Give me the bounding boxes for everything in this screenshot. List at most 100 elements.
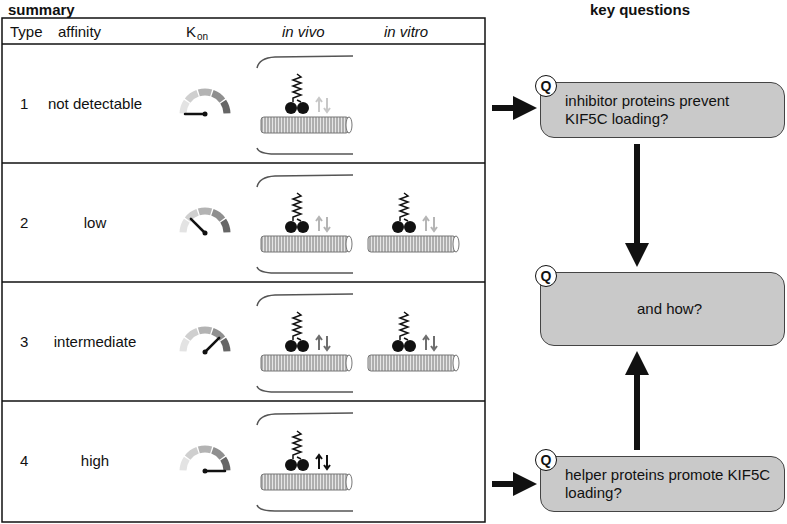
gauge-segment <box>188 212 198 219</box>
question-text: and how? <box>637 300 702 318</box>
flow-arrow <box>634 144 640 258</box>
gauge-needle <box>191 219 205 233</box>
off-arrow <box>324 455 330 469</box>
table-cell: in vitro <box>384 23 428 40</box>
gauge-segment <box>199 89 211 97</box>
microtubule-end <box>453 355 459 371</box>
kinesin-stalk <box>293 431 301 459</box>
question-text: helper proteins promote KIF5C loading? <box>565 466 774 502</box>
gauge-segment <box>223 102 227 114</box>
membrane-line <box>257 505 353 511</box>
microtubule-end <box>453 236 459 252</box>
gauge-segment <box>188 450 198 457</box>
motor-head <box>297 459 309 471</box>
question-box: inhibitor proteins prevent KIF5C loading… <box>540 82 785 138</box>
off-arrow <box>324 217 330 231</box>
membrane-line <box>257 413 353 425</box>
gauge-segment <box>199 327 211 335</box>
gauge-pivot <box>203 350 208 355</box>
q-badge: Q <box>535 265 557 287</box>
motor-head <box>285 221 297 233</box>
q-letter: Q <box>541 452 552 468</box>
microtubule-end <box>346 355 352 371</box>
table-cell: low <box>84 214 107 231</box>
gauge-pivot <box>203 112 208 117</box>
row-arrow <box>492 481 528 487</box>
section-heading: summary <box>8 1 75 18</box>
microtubule-end <box>346 117 352 133</box>
q-letter: Q <box>541 268 552 284</box>
gauge-segment <box>223 459 227 471</box>
table-cell: in vivo <box>282 23 325 40</box>
gauge-segment <box>183 221 187 233</box>
on-arrow <box>423 217 429 231</box>
gauge-segment <box>199 208 211 216</box>
question-text: inhibitor proteins prevent KIF5C loading… <box>565 92 774 128</box>
table-cell: K <box>186 23 196 40</box>
gauge-needle <box>205 470 225 473</box>
microtubule-end <box>346 236 352 252</box>
microtubule <box>261 355 349 371</box>
motor-head <box>392 340 404 352</box>
gauge-segment <box>183 340 187 352</box>
off-arrow <box>431 217 437 231</box>
microtubule-end <box>346 474 352 490</box>
on-arrow <box>316 336 322 350</box>
table-cell: 1 <box>20 95 28 112</box>
membrane-line <box>257 148 353 154</box>
microtubule <box>368 355 456 371</box>
q-badge: Q <box>535 449 557 471</box>
table-rule <box>2 162 485 164</box>
table-cell: not detectable <box>45 95 145 112</box>
membrane-line <box>257 56 353 68</box>
motor-head <box>404 221 416 233</box>
motor-head <box>392 221 404 233</box>
gauge-pivot <box>203 469 208 474</box>
table-cell: Type <box>10 23 43 40</box>
table-cell: 4 <box>20 452 28 469</box>
motor-head <box>297 340 309 352</box>
section-heading: key questions <box>590 1 690 18</box>
table-cell: on <box>197 31 208 43</box>
table-cell: intermediate <box>54 333 137 350</box>
gauge-segment <box>212 93 222 100</box>
motor-head <box>285 102 297 114</box>
table-border <box>2 18 485 522</box>
table-cell: 2 <box>20 214 28 231</box>
off-arrow <box>324 336 330 350</box>
row-arrow <box>492 105 528 111</box>
gauge-segment <box>188 331 198 338</box>
kinesin-stalk <box>293 74 301 102</box>
q-letter: Q <box>541 78 552 94</box>
question-box: and how?Q <box>540 272 785 346</box>
microtubule <box>261 236 349 252</box>
membrane-line <box>257 267 353 273</box>
motor-head <box>297 221 309 233</box>
microtubule <box>368 236 456 252</box>
motor-head <box>285 459 297 471</box>
gauge-pivot <box>203 231 208 236</box>
membrane-line <box>257 386 353 392</box>
on-arrow <box>423 336 429 350</box>
membrane-line <box>257 175 353 187</box>
gauge-needle <box>205 338 219 352</box>
gauge-segment <box>212 212 222 219</box>
gauge-segment <box>183 102 187 114</box>
motor-head <box>404 340 416 352</box>
q-badge: Q <box>535 75 557 97</box>
flow-arrow <box>634 360 640 450</box>
off-arrow <box>324 98 330 112</box>
gauge-needle <box>185 113 205 116</box>
gauge-segment <box>183 459 187 471</box>
on-arrow <box>316 217 322 231</box>
table-rule <box>2 400 485 402</box>
gauge-segment <box>212 331 222 338</box>
off-arrow <box>431 336 437 350</box>
gauge-segment <box>188 93 198 100</box>
microtubule <box>261 117 349 133</box>
motor-head <box>297 102 309 114</box>
kinesin-stalk <box>293 312 301 340</box>
kinesin-stalk <box>400 193 408 221</box>
kinesin-stalk <box>400 312 408 340</box>
